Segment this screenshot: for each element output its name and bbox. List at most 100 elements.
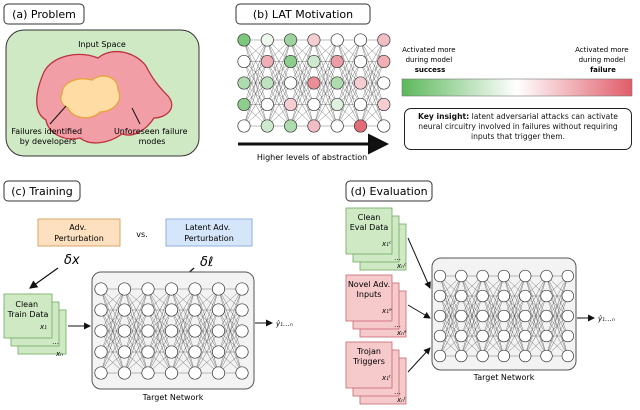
eval-node-node bbox=[519, 289, 532, 303]
training-node-edge bbox=[194, 288, 219, 353]
activation-node-edge bbox=[360, 39, 384, 84]
activation-node-node bbox=[353, 97, 368, 112]
training-node-node bbox=[141, 303, 155, 317]
eval-node-node bbox=[433, 289, 447, 303]
training-node-node bbox=[164, 303, 179, 317]
training-node-node bbox=[188, 345, 202, 359]
activation-node-node bbox=[377, 76, 391, 90]
training-node-edge bbox=[147, 288, 172, 374]
vs-label: vs. bbox=[136, 230, 147, 239]
activation-node-edge bbox=[290, 39, 315, 127]
eval-node-node bbox=[540, 289, 553, 303]
activation-node-node bbox=[260, 119, 274, 133]
eval-node-edge bbox=[503, 315, 526, 357]
training-node-node bbox=[211, 366, 226, 380]
activation-node-edge bbox=[243, 39, 268, 127]
train-data-label: Clean Train Data bbox=[7, 300, 49, 319]
key-insight-body: latent adversarial attacks can activate … bbox=[418, 112, 618, 141]
eval-node-node bbox=[433, 329, 447, 343]
training-node-edge bbox=[147, 330, 172, 374]
eval-dataset-xn: xₙᵗ bbox=[396, 396, 406, 404]
eval-dataset-label: Clean bbox=[358, 213, 381, 222]
eval-node-edge bbox=[525, 275, 547, 337]
activation-node-edge bbox=[243, 82, 268, 127]
eval-node-node bbox=[561, 269, 574, 283]
training-network-label: Target Network bbox=[142, 393, 204, 402]
eval-dataset-dots: … bbox=[394, 388, 401, 396]
eval-node-node bbox=[540, 349, 553, 363]
activation-node-node bbox=[237, 76, 251, 90]
activation-node-node bbox=[377, 119, 391, 133]
key-insight-box: Key insight: latent adversarial attacks … bbox=[404, 108, 632, 150]
activation-node-edge bbox=[313, 39, 338, 127]
eval-network-label: Target Network bbox=[473, 373, 535, 382]
eval-node-edge bbox=[482, 295, 505, 357]
train-data-dots: … bbox=[52, 338, 59, 346]
training-node-node bbox=[188, 303, 202, 317]
eval-node-edge bbox=[546, 295, 568, 357]
activation-node-node bbox=[260, 76, 274, 90]
activation-node-node bbox=[237, 54, 251, 69]
eval-output-label: ŷ₁…ₙ bbox=[597, 315, 615, 323]
training-node-node bbox=[235, 282, 249, 296]
training-node-edge bbox=[147, 288, 172, 332]
eval-dataset-label: Trojan bbox=[356, 347, 381, 356]
activation-node-edge bbox=[360, 39, 384, 127]
activation-node-edge bbox=[337, 39, 361, 105]
activation-node-edge bbox=[290, 39, 315, 84]
activation-node-node bbox=[307, 76, 321, 90]
training-node-node bbox=[117, 282, 132, 296]
eval-node-edge bbox=[546, 275, 568, 337]
unforeseen-label: Unforeseen failure modes bbox=[114, 127, 190, 146]
activation-node-edge bbox=[360, 61, 384, 127]
unforeseen-pointer bbox=[131, 107, 141, 125]
adv-perturbation-label: Adv. Perturbation bbox=[54, 223, 104, 243]
eval-node-node bbox=[476, 309, 489, 323]
activation-node-node bbox=[353, 33, 368, 47]
eval-node-node bbox=[497, 269, 511, 283]
eval-node-node bbox=[476, 329, 489, 343]
delta-x-arrow bbox=[29, 267, 59, 289]
eval-node-edge bbox=[482, 275, 505, 337]
training-node-edge bbox=[218, 288, 243, 353]
training-node-edge bbox=[171, 309, 196, 374]
eval-node-node bbox=[497, 349, 511, 363]
eval-node-edge bbox=[482, 275, 505, 317]
eval-node-edge bbox=[439, 315, 462, 357]
eval-input-arrow bbox=[407, 237, 431, 289]
known-failures-pointer bbox=[49, 105, 67, 125]
activation-node-node bbox=[284, 97, 298, 112]
activation-node-edge bbox=[313, 61, 338, 127]
eval-node-node bbox=[540, 329, 553, 343]
activation-node-edge bbox=[290, 82, 315, 127]
input-space-label: Input Space bbox=[78, 40, 126, 49]
training-node-node bbox=[235, 303, 249, 317]
eval-dataset-x1: x₁ᵃ bbox=[381, 307, 392, 315]
eval-node-node bbox=[540, 309, 553, 323]
activation-node-edge bbox=[267, 61, 291, 127]
eval-node-node bbox=[561, 289, 574, 303]
eval-node-edge bbox=[503, 275, 526, 337]
panel-d-title-box bbox=[345, 180, 433, 202]
eval-node-node bbox=[561, 349, 574, 363]
training-node-node bbox=[117, 324, 132, 338]
training-node-edge bbox=[147, 309, 172, 374]
eval-node-node bbox=[519, 269, 532, 283]
success-label: Activated more during model success bbox=[402, 46, 458, 74]
training-node-edge bbox=[194, 288, 219, 374]
training-node-edge bbox=[124, 330, 149, 374]
train-data-card bbox=[3, 293, 53, 339]
training-node-edge bbox=[171, 288, 196, 332]
eval-node-edge bbox=[525, 275, 547, 357]
panel-c-title: (c) Training bbox=[11, 185, 73, 198]
eval-node-edge bbox=[461, 275, 483, 337]
eval-node-edge bbox=[525, 315, 547, 357]
training-node-edge bbox=[218, 288, 243, 332]
training-node-node bbox=[141, 282, 155, 296]
activation-node-edge bbox=[360, 82, 384, 127]
known-failures-label: Failures identified by developers bbox=[11, 127, 84, 146]
training-node-node bbox=[164, 366, 179, 380]
activation-node-edge bbox=[337, 61, 361, 127]
